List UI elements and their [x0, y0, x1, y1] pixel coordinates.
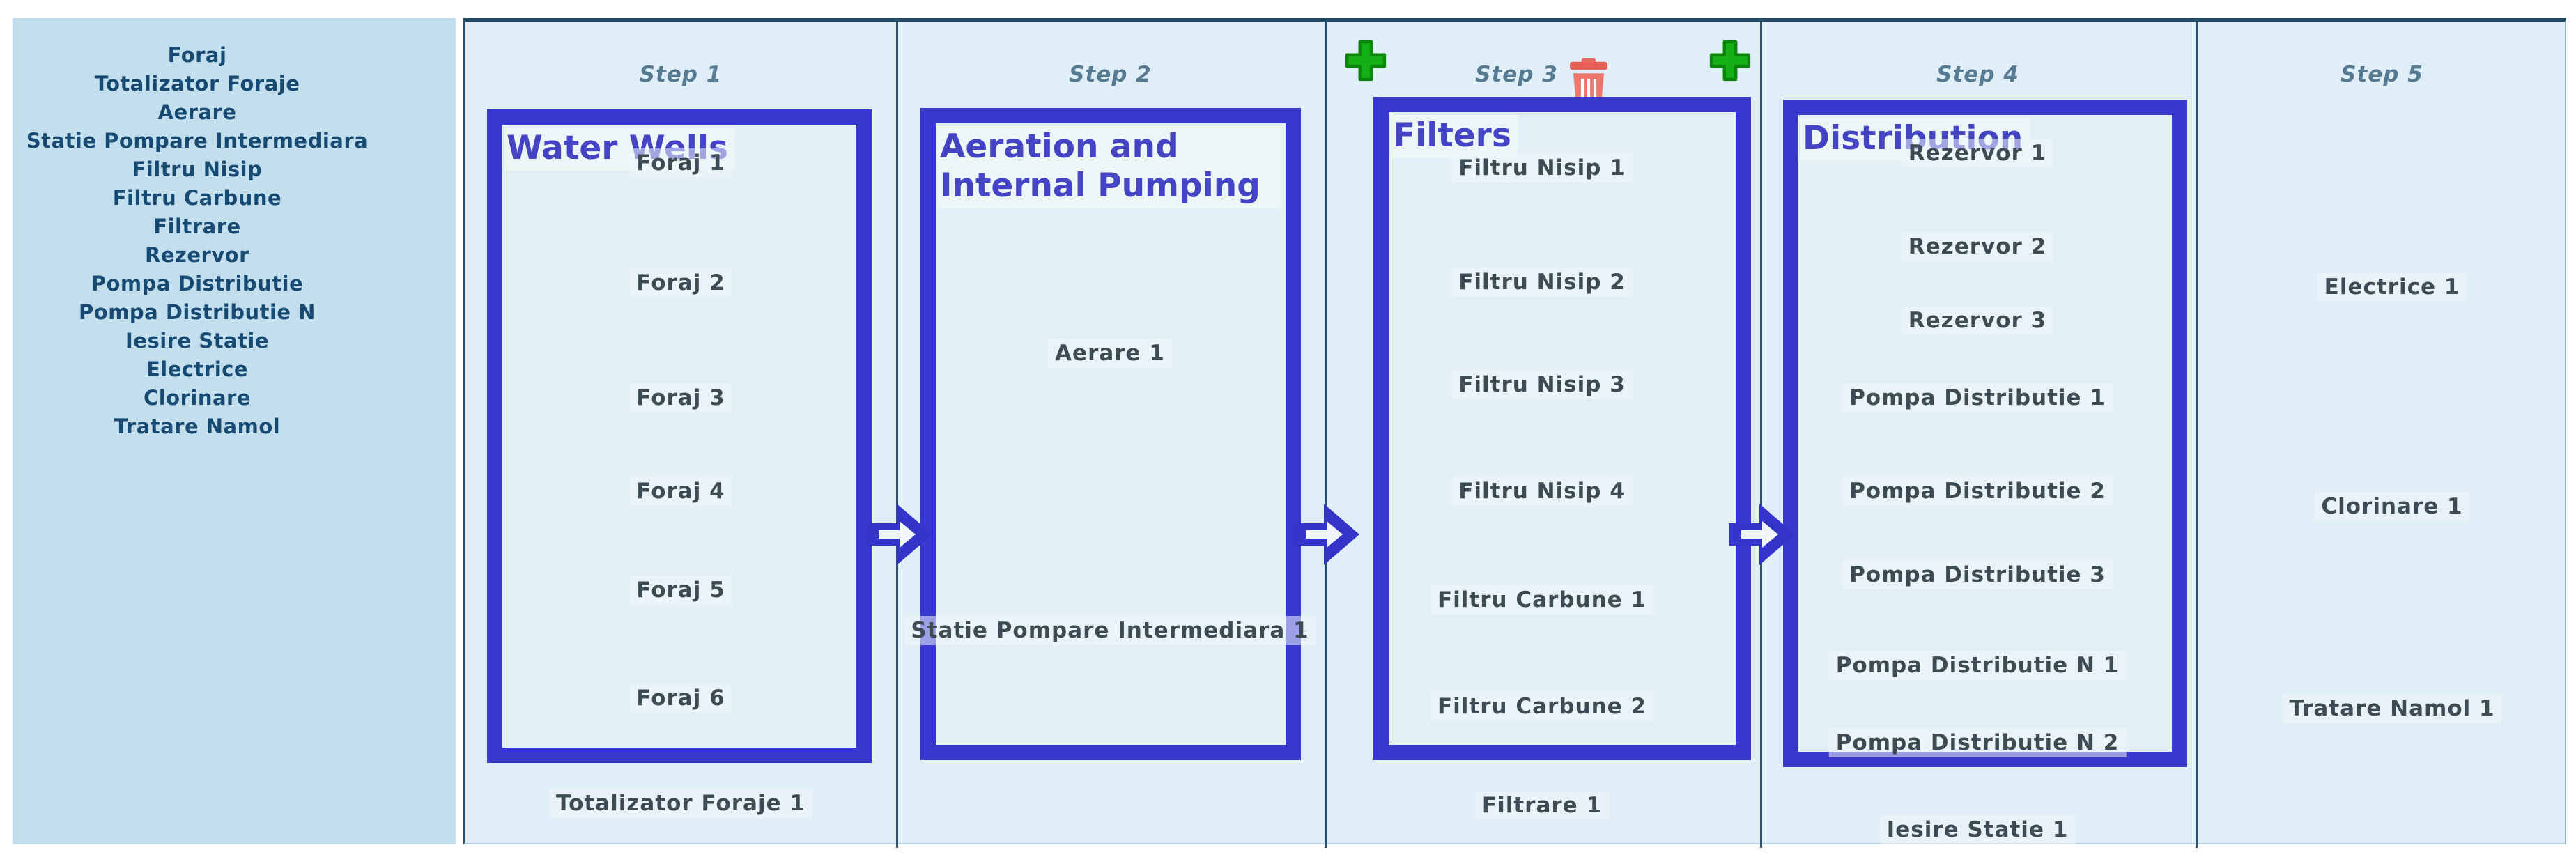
palette-item[interactable]: Filtrare	[153, 215, 241, 238]
node-item[interactable]: Rezervor 3	[1901, 306, 2054, 335]
phase-box[interactable]	[1373, 97, 1751, 760]
add-step-button[interactable]	[1707, 38, 1753, 84]
node-item[interactable]: Totalizator Foraje 1	[549, 789, 812, 818]
step-label: Step 1	[639, 62, 723, 87]
palette-item[interactable]: Foraj	[167, 43, 227, 67]
node-item[interactable]: Foraj 1	[629, 148, 732, 178]
node-item[interactable]: Rezervor 1	[1901, 139, 2054, 168]
palette-item[interactable]: Aerare	[157, 100, 237, 124]
node-item[interactable]: Pompa Distributie 1	[1842, 383, 2113, 412]
node-item[interactable]: Filtru Nisip 3	[1451, 370, 1633, 399]
phase-box-title: Aeration and Internal Pumping	[937, 126, 1281, 208]
column-divider	[2196, 22, 2198, 848]
node-item[interactable]: Pompa Distributie 2	[1842, 477, 2113, 506]
node-item[interactable]: Filtru Nisip 2	[1451, 268, 1633, 297]
node-item[interactable]: Foraj 2	[629, 268, 732, 298]
palette-item[interactable]: Filtru Carbune	[112, 186, 282, 210]
phase-box[interactable]	[920, 108, 1301, 760]
step-header: Step 5	[2196, 56, 2568, 111]
step-header: Step 1	[465, 56, 896, 111]
arrow-right-icon	[1292, 498, 1362, 571]
palette-item[interactable]: Rezervor	[145, 243, 249, 267]
palette-item[interactable]: Clorinare	[143, 386, 252, 410]
column-divider	[1760, 22, 1762, 848]
step-header: Step 2	[896, 56, 1325, 111]
plus-icon	[1709, 40, 1751, 82]
node-item[interactable]: Aerare 1	[1048, 339, 1172, 368]
node-item[interactable]: Pompa Distributie N 1	[1828, 651, 2127, 680]
node-item[interactable]: Filtru Nisip 1	[1451, 153, 1633, 183]
step-label: Step 3	[1475, 62, 1558, 87]
palette-item[interactable]: Totalizator Foraje	[94, 72, 300, 95]
step-header: Step 4	[1760, 56, 2196, 111]
palette-item[interactable]: Filtru Nisip	[132, 157, 263, 181]
node-item[interactable]: Iesire Statie 1	[1879, 815, 2076, 844]
node-item[interactable]: Foraj 5	[629, 576, 732, 605]
palette-item[interactable]: Statie Pompare Intermediara	[26, 129, 369, 153]
column-divider	[896, 22, 898, 848]
node-item[interactable]: Tratare Namol 1	[2282, 694, 2502, 723]
node-item[interactable]: Pompa Distributie N 2	[1828, 728, 2127, 757]
node-item[interactable]: Pompa Distributie 3	[1842, 560, 2113, 589]
phase-box-title: Filters	[1390, 115, 1518, 158]
node-item[interactable]: Rezervor 2	[1901, 232, 2054, 261]
node-item[interactable]: Filtrare 1	[1474, 791, 1610, 820]
palette-item[interactable]: Tratare Namol	[114, 415, 281, 438]
node-item[interactable]: Foraj 6	[629, 684, 732, 713]
arrow-right-icon	[865, 498, 934, 571]
step-label: Step 4	[1936, 62, 2019, 87]
node-item[interactable]: Clorinare 1	[2314, 492, 2470, 521]
palette-item[interactable]: Electrice	[146, 357, 249, 381]
step-label: Step 5	[2340, 62, 2423, 87]
node-item[interactable]: Foraj 4	[629, 477, 732, 506]
node-item[interactable]: Foraj 3	[629, 383, 732, 412]
palette-item[interactable]: Pompa Distributie	[91, 272, 304, 295]
plus-icon	[1345, 40, 1387, 82]
node-item[interactable]: Electrice 1	[2317, 272, 2467, 302]
node-item[interactable]: Statie Pompare Intermediara 1	[904, 616, 1316, 645]
add-step-button[interactable]	[1343, 38, 1389, 84]
node-item[interactable]: Filtru Carbune 1	[1430, 585, 1654, 615]
node-item[interactable]: Filtru Nisip 4	[1451, 477, 1633, 506]
step-label: Step 2	[1069, 62, 1152, 87]
palette-item[interactable]: Iesire Statie	[125, 329, 270, 353]
node-item[interactable]: Filtru Carbune 2	[1430, 692, 1654, 721]
phase-box[interactable]	[487, 109, 872, 763]
column-divider	[1325, 22, 1327, 848]
palette-item[interactable]: Pompa Distributie N	[79, 300, 316, 324]
arrow-right-icon	[1727, 498, 1797, 571]
